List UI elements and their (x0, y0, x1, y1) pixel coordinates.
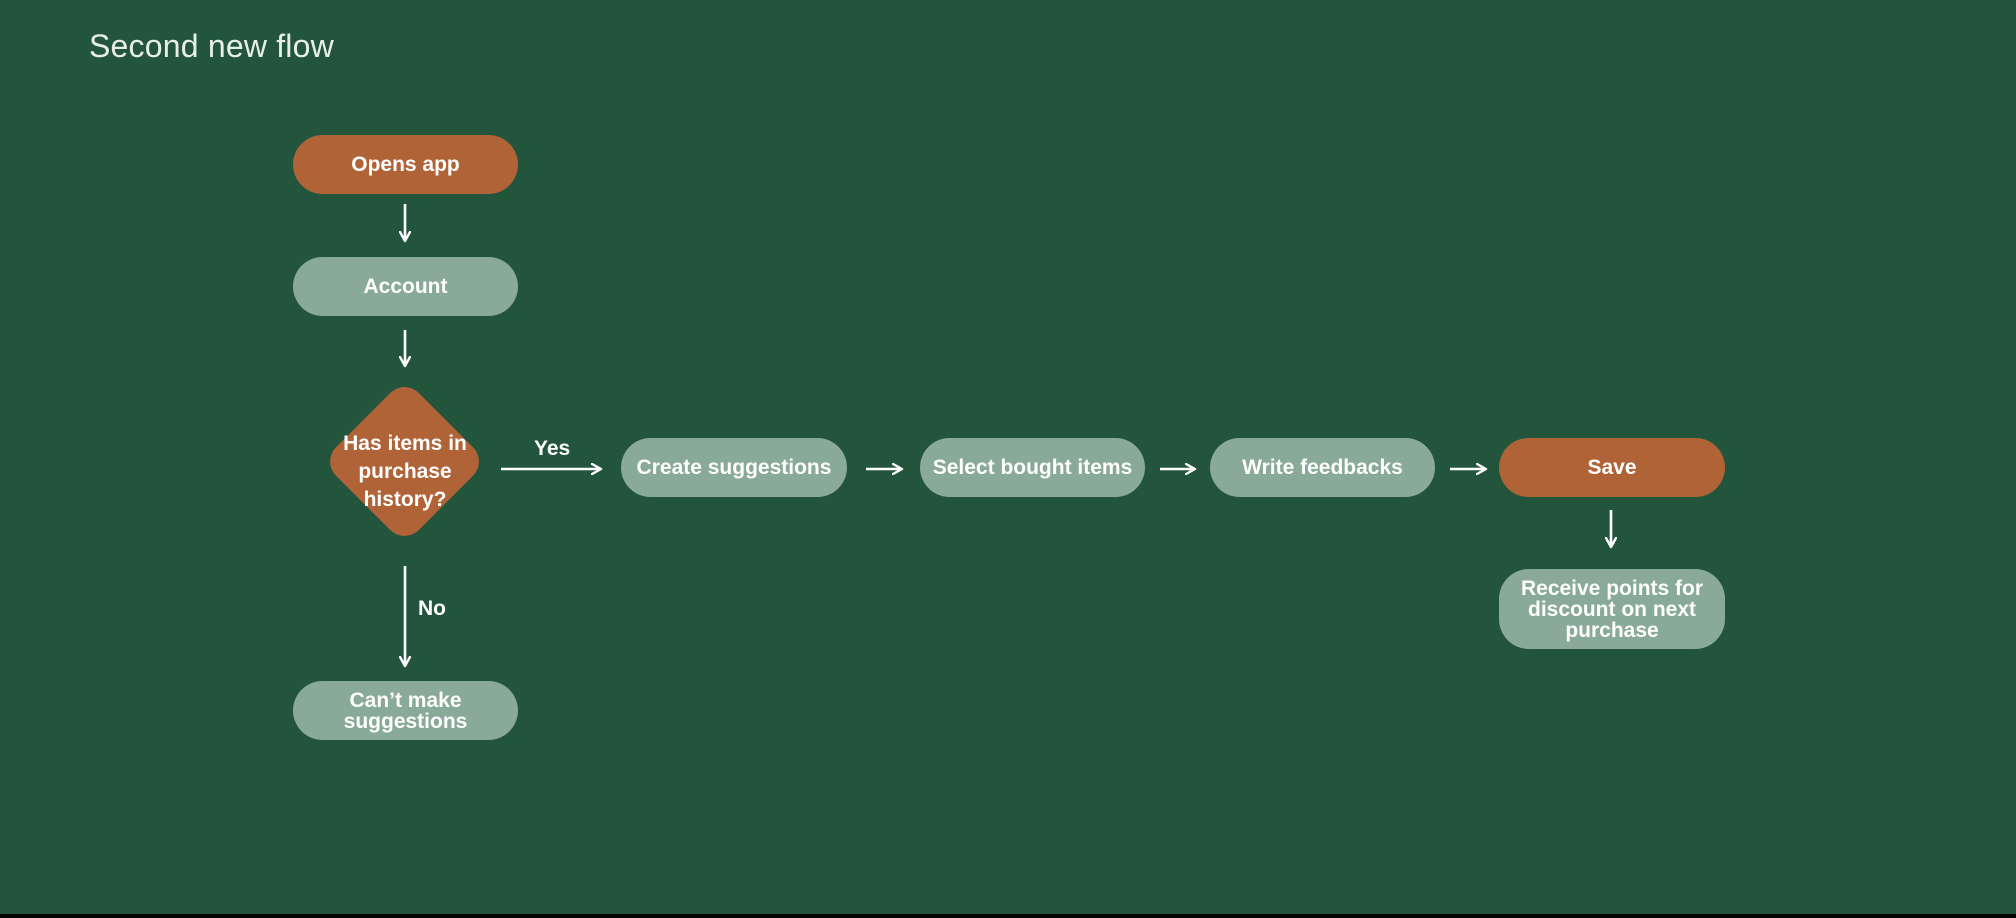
node-create-suggestions: Create suggestions (621, 438, 847, 497)
node-receive-points: Receive points for discount on next purc… (1499, 569, 1725, 649)
edge-label-yes: Yes (534, 437, 571, 460)
node-account: Account (293, 257, 518, 316)
node-opens-app: Opens app (293, 135, 518, 194)
node-cant-make-suggestions: Can’t make suggestions (293, 681, 518, 740)
node-select-bought-items: Select bought items (920, 438, 1145, 497)
node-save: Save (1499, 438, 1725, 497)
page-title: Second new flow (89, 28, 334, 64)
edge-label-no: No (418, 597, 446, 620)
node-decision-label: Has items in purchase history? (343, 432, 467, 511)
node-write-feedbacks: Write feedbacks (1210, 438, 1435, 497)
